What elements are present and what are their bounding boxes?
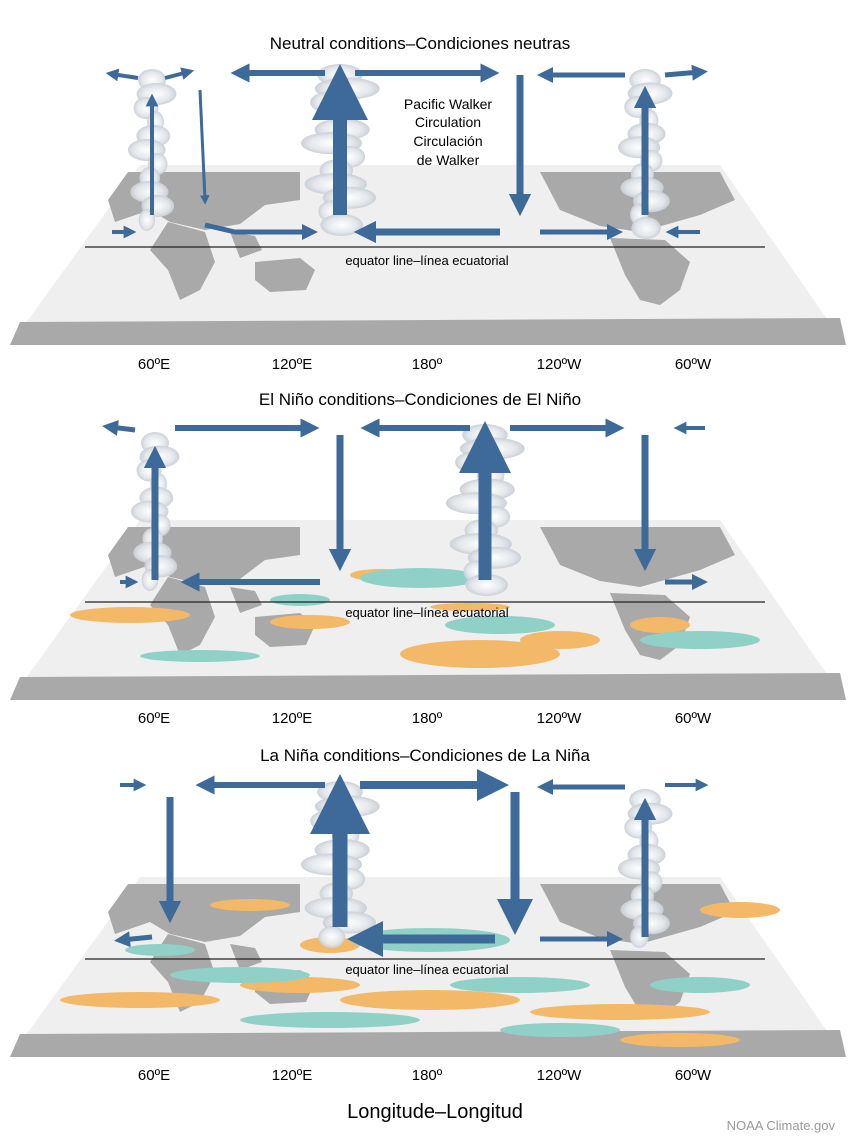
tick-label: 120ºE (272, 1067, 313, 1084)
tick-label: 180º (412, 1067, 443, 1084)
land-south-america (610, 950, 690, 1017)
land-africa (150, 222, 215, 300)
walker-annotation-line-2: Circulation (415, 114, 481, 130)
warm-anomaly (430, 603, 510, 611)
tick-label: 180º (412, 356, 443, 373)
panel-la-nina: La Niña conditions–Condiciones de La Niñ… (10, 746, 846, 1084)
cool-anomaly (650, 977, 750, 993)
cool-anomaly (450, 977, 590, 993)
circulation-arrows (105, 63, 708, 244)
tick-label: 60ºE (138, 710, 170, 727)
circulation-arrow (198, 89, 210, 205)
tick-label: 120ºW (537, 356, 583, 373)
cool-anomaly (140, 650, 260, 662)
tick-label: 60ºE (138, 1067, 170, 1084)
land-antarctica (10, 673, 846, 700)
tick-label: 60ºE (138, 356, 170, 373)
cool-anomaly (360, 568, 480, 588)
circulation-arrow (105, 68, 139, 82)
circulation-arrow (164, 67, 195, 80)
walker-annotation-line-4: de Walker (417, 152, 480, 168)
tick-label: 60ºW (675, 356, 712, 373)
circulation-arrow (204, 222, 319, 241)
tick-label: 120ºE (272, 356, 313, 373)
land-antarctica (10, 318, 846, 345)
equator-label: equator line–línea ecuatorial (345, 962, 508, 977)
warm-anomaly (70, 607, 190, 623)
cloud-puff (631, 217, 661, 239)
map-plane (10, 877, 846, 1057)
cool-anomaly (640, 631, 760, 649)
warm-anomaly (210, 899, 290, 911)
panel-title: Neutral conditions–Condiciones neutras (270, 34, 571, 53)
longitude-ticks: 60ºE 120ºE 180º 120ºW 60ºW (138, 710, 712, 727)
warm-anomaly (630, 617, 690, 633)
walker-annotation-line-3: Circulación (413, 133, 482, 149)
equator-label: equator line–línea ecuatorial (345, 605, 508, 620)
warm-anomaly (60, 992, 220, 1008)
equator-label: equator line–línea ecuatorial (345, 253, 508, 268)
warm-anomaly (400, 640, 560, 668)
cool-anomaly (125, 944, 195, 956)
warm-anomaly (520, 631, 600, 649)
circulation-arrow (114, 931, 153, 948)
warm-anomaly (270, 615, 350, 629)
land-india (230, 232, 262, 258)
credit: NOAA Climate.gov (727, 1118, 836, 1133)
warm-anomaly (530, 1004, 710, 1020)
warm-anomaly (620, 1033, 740, 1047)
axis-label: Longitude–Longitud (347, 1101, 523, 1123)
cool-anomaly (240, 1012, 420, 1028)
panel-title: El Niño conditions–Condiciones de El Niñ… (259, 390, 581, 409)
longitude-ticks: 60ºE 120ºE 180º 120ºW 60ºW (138, 1067, 712, 1084)
tick-label: 120ºW (537, 1067, 583, 1084)
circulation-arrows (102, 418, 709, 596)
land-india (230, 944, 262, 970)
walker-annotation-line-1: Pacific Walker (404, 96, 493, 112)
warm-anomaly (700, 902, 780, 918)
panel-neutral: Neutral conditions–Condiciones neutras e… (10, 34, 846, 373)
tick-label: 60ºW (675, 710, 712, 727)
circulation-arrow (102, 420, 136, 436)
panel-el-nino: El Niño conditions–Condiciones de El Niñ… (10, 390, 846, 727)
land-south-america (610, 238, 690, 305)
land-india (230, 587, 262, 613)
cool-anomaly (500, 1023, 620, 1037)
longitude-ticks: 60ºE 120ºE 180º 120ºW 60ºW (138, 356, 712, 373)
tick-label: 120ºE (272, 710, 313, 727)
warm-anomaly (340, 990, 520, 1010)
tick-label: 60ºW (675, 1067, 712, 1084)
cloud-puff (465, 574, 508, 596)
cool-anomaly (170, 967, 310, 983)
cloud-puff (318, 926, 346, 948)
cloud-puff (320, 214, 363, 236)
land-australia (255, 258, 315, 292)
panel-title: La Niña conditions–Condiciones de La Niñ… (260, 746, 590, 765)
circulation-arrow (664, 64, 708, 81)
cool-anomaly (445, 616, 555, 634)
tick-label: 180º (412, 710, 443, 727)
land-eurasia-africa (108, 884, 300, 942)
circulation-arrows (114, 769, 709, 957)
cool-anomaly (270, 594, 330, 606)
tick-label: 120ºW (537, 710, 583, 727)
